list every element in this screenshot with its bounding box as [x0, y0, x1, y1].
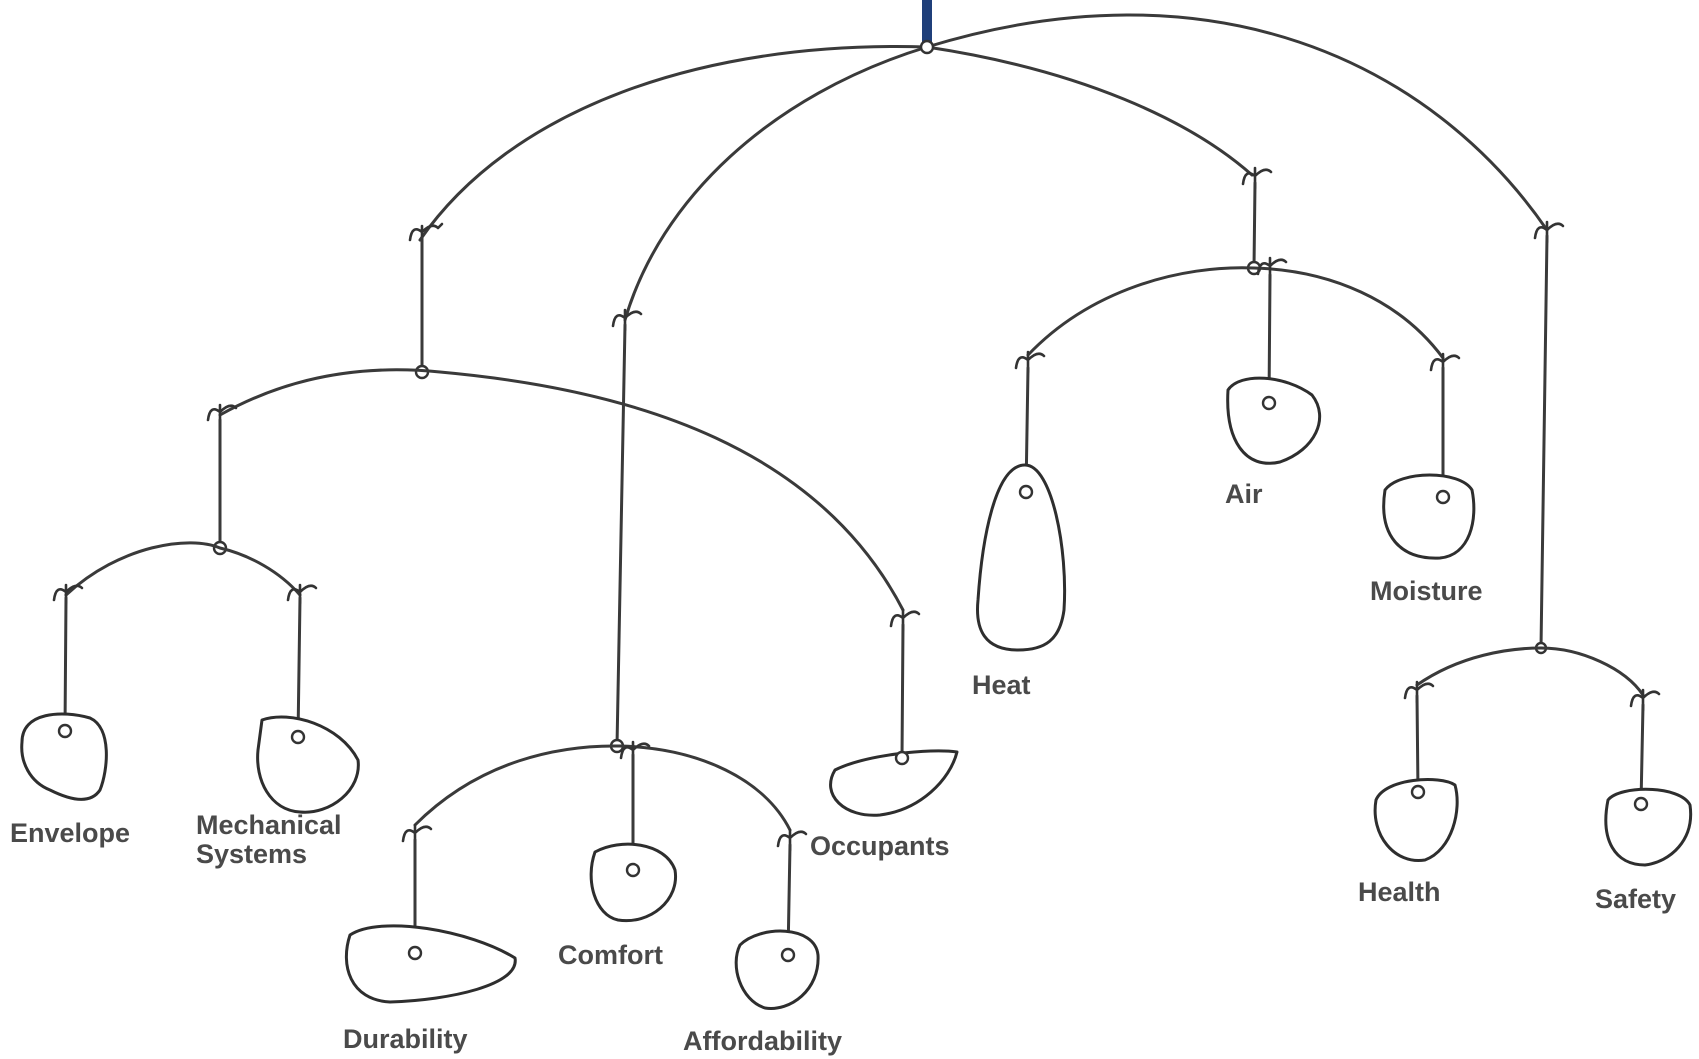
label-safety: Safety [1595, 884, 1676, 914]
label-health: Health [1358, 877, 1441, 907]
weight-air [1226, 376, 1322, 465]
label-moisture: Moisture [1370, 576, 1483, 606]
weight-moisture [1382, 473, 1476, 560]
label-affordability: Affordability [683, 1026, 842, 1056]
arm-top-safety [925, 13, 1549, 232]
knot-left-group [408, 222, 444, 244]
top-hanger [922, 0, 932, 48]
label-occupants: Occupants [810, 831, 950, 861]
arm-top-comfort [623, 45, 929, 322]
weight-durability [344, 924, 517, 1004]
arm-left [218, 368, 905, 612]
pivot-top [919, 39, 935, 55]
weight-envelope [20, 712, 108, 801]
label-durability: Durability [343, 1024, 468, 1054]
label-heat: Heat [972, 670, 1031, 700]
label-envelope: Envelope [10, 818, 130, 848]
arm-top-left [418, 45, 929, 242]
label-air: Air [1225, 479, 1263, 509]
weight-heat [976, 463, 1067, 652]
weight-affordability [734, 929, 820, 1010]
arm-top-hygrothermal [925, 45, 1254, 177]
label-mechanical-line2: Systems [196, 839, 307, 869]
weight-safety [1604, 787, 1693, 867]
weight-health [1373, 778, 1459, 863]
label-mechanical-line1: Mechanical [196, 810, 342, 840]
weight-occupants [829, 749, 959, 817]
label-comfort: Comfort [558, 940, 663, 970]
weight-mechanical [256, 715, 360, 814]
weight-comfort [589, 842, 678, 923]
